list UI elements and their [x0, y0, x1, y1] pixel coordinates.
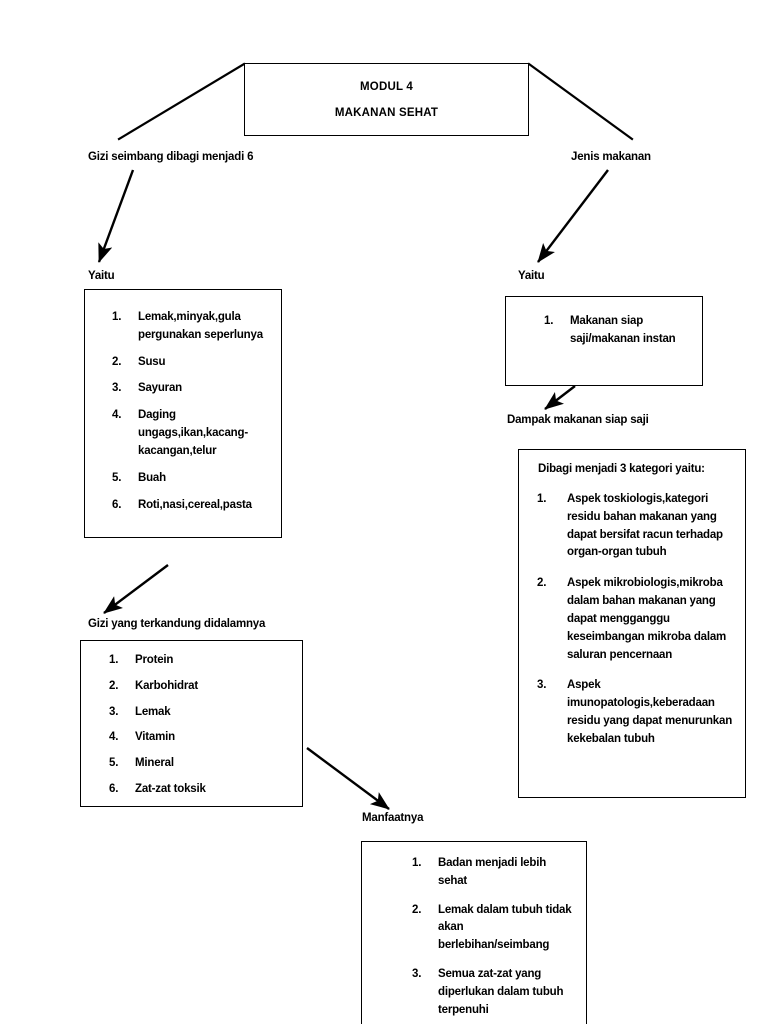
list-item-number: 6. — [109, 783, 119, 796]
list-item: 3. Aspek imunopatologis,keberadaan residu… — [534, 677, 733, 748]
list-item-text: Sayuran — [138, 382, 182, 395]
list-item-text: Zat-zat toksik — [135, 783, 206, 796]
list-item: 1. Aspek toskiologis,kategori residu baha… — [534, 491, 733, 562]
list-item: 1. Protein — [109, 652, 294, 670]
list-item-text: Daging ungags,ikan,kacang-kacangan,telur — [138, 409, 248, 457]
jenis-makanan-list: 1. Makanan siap saji/makanan instan — [544, 313, 692, 349]
kategori-list: 1. Aspek toskiologis,kategori residu baha… — [534, 491, 733, 749]
box-jenis-makanan-list[interactable]: 1. Makanan siap saji/makanan instan — [505, 296, 703, 386]
gizi-seimbang-list: 1. Lemak,minyak,gula pergunakan seperluny… — [112, 309, 273, 514]
arrow-jenis-box-to-dampak — [544, 385, 576, 410]
connector-title-to-left-branch — [117, 62, 246, 141]
manfaat-list: 1. Badan menjadi lebih sehat 2. Lemak dalam… — [412, 855, 576, 1020]
list-item-number: 3. — [112, 382, 122, 395]
list-item-text: Badan menjadi lebih sehat — [438, 857, 547, 887]
list-item-number: 2. — [412, 903, 422, 916]
list-item-text: Semua zat-zat yang diperlukan dalam tubu… — [438, 968, 564, 1016]
label-yaitu-left: Yaitu — [88, 270, 115, 282]
list-item: 2. Lemak dalam tubuh tidak akan berlebiha… — [412, 902, 576, 955]
list-item-number: 5. — [109, 757, 119, 770]
list-item: 5. Mineral — [109, 755, 294, 773]
label-gizi-terkandung: Gizi yang terkandung didalamnya — [88, 618, 266, 630]
list-item-number: 6. — [112, 498, 122, 511]
list-item-text: Karbohidrat — [135, 679, 198, 692]
list-item-text: Roti,nasi,cereal,pasta — [138, 498, 252, 511]
list-item-text: Susu — [138, 355, 166, 368]
list-item-number: 4. — [112, 409, 122, 422]
title-box[interactable]: MODUL 4 MAKANAN SEHAT — [244, 63, 529, 136]
arrow-right-branch-to-yaitu — [537, 169, 609, 263]
list-item-number: 3. — [412, 968, 422, 981]
gizi-terkandung-list: 1. Protein 2. Karbohidrat 3. Lemak 4. Vitamin 5.… — [109, 652, 294, 799]
box-gizi-terkandung-list[interactable]: 1. Protein 2. Karbohidrat 3. Lemak 4. Vitamin 5.… — [80, 640, 303, 807]
list-item: 5. Buah — [112, 470, 273, 488]
list-item: 2. Karbohidrat — [109, 678, 294, 696]
list-item-text: Mineral — [135, 757, 174, 770]
list-item-text: Aspek mikrobiologis,mikroba dalam bahan … — [567, 577, 727, 661]
list-item: 6. Roti,nasi,cereal,pasta — [112, 497, 273, 515]
list-item: 6. Zat-zat toksik — [109, 781, 294, 799]
connector-title-to-right-branch — [527, 62, 634, 141]
list-item-number: 2. — [112, 355, 122, 368]
list-item: 3. Sayuran — [112, 380, 273, 398]
kategori-heading: Dibagi menjadi 3 kategori yaitu: — [538, 463, 705, 475]
label-manfaatnya: Manfaatnya — [362, 812, 424, 824]
label-gizi-seimbang: Gizi seimbang dibagi menjadi 6 — [88, 151, 254, 163]
list-item: 4. Vitamin — [109, 729, 294, 747]
box-kategori-dampak[interactable]: Dibagi menjadi 3 kategori yaitu: 1. Aspek… — [518, 449, 746, 798]
box-gizi-seimbang-list[interactable]: 1. Lemak,minyak,gula pergunakan seperluny… — [84, 289, 282, 538]
list-item-text: Buah — [138, 471, 166, 484]
list-item-number: 1. — [109, 654, 119, 666]
label-jenis-makanan: Jenis makanan — [571, 151, 651, 163]
list-item: 3. Lemak — [109, 704, 294, 722]
label-yaitu-right: Yaitu — [518, 270, 545, 282]
list-item-text: Lemak,minyak,gula pergunakan seperlunya — [138, 311, 263, 341]
list-item-number: 3. — [537, 679, 547, 692]
title-line-subject: MAKANAN SEHAT — [334, 106, 439, 119]
list-item-number: 5. — [112, 471, 122, 484]
arrow-left-branch-to-yaitu — [97, 169, 135, 263]
list-item-number: 1. — [112, 311, 122, 323]
list-item-number: 2. — [109, 679, 119, 692]
label-dampak-makanan-siap-saji: Dampak makanan siap saji — [507, 414, 649, 426]
list-item: 1. Lemak,minyak,gula pergunakan seperluny… — [112, 309, 273, 345]
list-item-number: 2. — [537, 577, 547, 590]
list-item-number: 3. — [109, 705, 119, 718]
list-item-number: 1. — [537, 493, 547, 505]
list-item-number: 1. — [544, 315, 554, 327]
arrow-terkandung-to-manfaatnya — [306, 747, 390, 810]
title-line-modul: MODUL 4 — [360, 80, 413, 93]
list-item: 2. Susu — [112, 354, 273, 372]
list-item-text: Aspek imunopatologis,keberadaan residu y… — [567, 679, 733, 745]
list-item: 2. Aspek mikrobiologis,mikroba dalam baha… — [534, 575, 733, 664]
arrow-gizi-list-to-terkandung — [103, 564, 169, 614]
list-item-text: Makanan siap saji/makanan instan — [570, 315, 676, 345]
list-item: 1. Badan menjadi lebih sehat — [412, 855, 576, 891]
list-item: 3. Semua zat-zat yang diperlukan dalam tu… — [412, 966, 576, 1019]
list-item-text: Lemak — [135, 705, 171, 718]
list-item-number: 1. — [412, 857, 422, 869]
list-item: 4. Daging ungags,ikan,kacang-kacangan,tel… — [112, 407, 273, 460]
list-item-text: Vitamin — [135, 731, 175, 744]
list-item-text: Lemak dalam tubuh tidak akan berlebihan/… — [438, 903, 572, 952]
list-item-text: Protein — [135, 654, 174, 666]
list-item: 1. Makanan siap saji/makanan instan — [544, 313, 692, 349]
box-manfaat-list[interactable]: 1. Badan menjadi lebih sehat 2. Lemak dalam… — [361, 841, 587, 1024]
list-item-text: Aspek toskiologis,kategori residu bahan … — [567, 493, 723, 559]
list-item-number: 4. — [109, 731, 119, 744]
